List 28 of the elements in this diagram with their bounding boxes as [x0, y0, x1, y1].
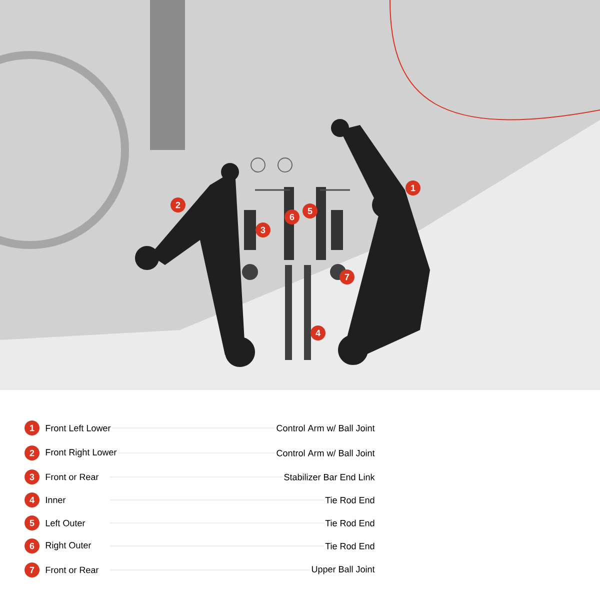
- callout-number: 2: [170, 198, 186, 212]
- part-name: Tie Rod End: [324, 518, 376, 528]
- part-position: Front Right Lower: [44, 448, 118, 458]
- part-position: Inner: [44, 496, 67, 504]
- callout-number: 3: [24, 470, 40, 484]
- callout-number: 2: [24, 446, 40, 460]
- callout-number: 5: [24, 516, 40, 530]
- part-position: Front or Rear: [44, 566, 100, 574]
- callout-number: 7: [340, 270, 354, 284]
- callout-number: 5: [302, 204, 318, 218]
- callout-number: 6: [284, 210, 300, 224]
- part-name: Tie Rod End: [324, 542, 376, 550]
- part-name: Control Arm w/ Ball Joint: [275, 448, 376, 458]
- part-name: Control Arm w/ Ball Joint: [275, 424, 376, 432]
- part-position: Front Left Lower: [44, 424, 112, 432]
- part-name: Stabilizer Bar End Link: [282, 472, 376, 482]
- part-position: Right Outer: [44, 540, 92, 552]
- part-name: Upper Ball Joint: [310, 564, 376, 576]
- callout-number: 4: [310, 326, 326, 340]
- part-position: Front or Rear: [44, 472, 100, 482]
- callout-number: 3: [256, 222, 270, 238]
- callout-number: 1: [24, 420, 40, 436]
- callout-number: 7: [24, 562, 40, 578]
- part-position: Left Outer: [44, 518, 86, 528]
- callout-number: 1: [406, 180, 420, 196]
- part-name: Tie Rod End: [324, 496, 376, 504]
- callout-number: 6: [24, 538, 40, 554]
- callout-number: 4: [24, 492, 40, 508]
